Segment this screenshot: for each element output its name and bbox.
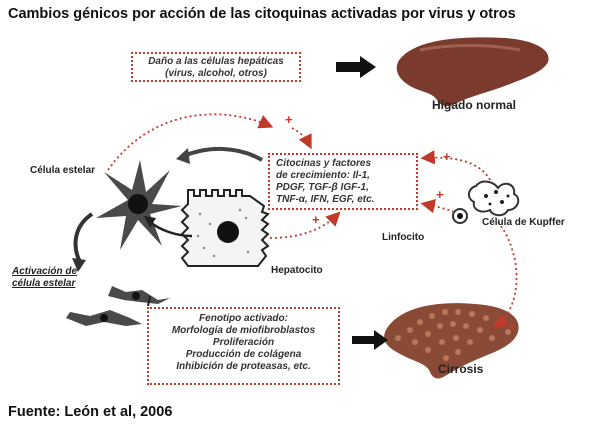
plus-sign-1: + [285,112,293,127]
stellate-cell-label: Célula estelar [30,165,96,176]
hepatocyte-label: Hepatocito [271,265,323,276]
damage-line-2: (virus, alcohol, otros) [165,68,267,79]
damage-line-1: Daño a las células hepáticas [148,56,284,67]
kupffer-cell-label: Célula de Kupffer [482,217,565,228]
arrow-to-cirrhosis-icon [352,330,388,350]
plus-sign-4: + [312,212,320,227]
normal-liver-label: Hígado normal [432,98,517,112]
plus-sign-3: + [436,187,444,202]
page-title: Cambios génicos por acción de las citoqu… [8,6,516,22]
arrow-activation-icon [72,212,94,272]
normal-liver-icon [396,37,549,107]
lymphocyte-icon [452,208,468,224]
cytokines-line-4: TNF-α, IFN, EGF, etc. [276,194,375,205]
cytokines-line-1: Citocinas y factores [276,158,372,169]
cirrhosis-liver-icon [384,303,519,379]
plus-sign-5: + [508,318,516,333]
arrow-to-normal-liver-icon [336,56,376,78]
plus-sign-2: + [443,149,451,164]
activated-stellate-cells-icon [66,286,170,326]
phenotype-line-3: Proliferación [212,337,275,348]
hepatocyte-icon [180,189,270,267]
lymphocyte-label: Linfocito [382,232,425,243]
phenotype-line-2: Morfología de miofibroblastos [171,325,316,336]
stellate-cell-icon [96,160,182,250]
cytokines-line-2: de crecimiento: Il-1, [276,170,370,181]
arrow-to-phenotype-icon [147,295,151,307]
cirrhosis-label: Cirrosis [438,362,484,376]
damage-box: Daño a las células hepáticas (virus, alc… [131,52,301,82]
kupffer-cell-icon [468,180,520,217]
phenotype-box: Fenotipo activado: Morfología de miofibr… [147,307,340,385]
phenotype-line-1: Fenotipo activado: [199,313,288,324]
source-note: Fuente: León et al, 2006 [8,404,173,420]
activation-line-2: célula estelar [12,278,76,289]
phenotype-line-5: Inhibición de proteasas, etc. [176,361,311,372]
arrow-hepatocyte-to-stellate-icon [144,147,264,238]
activation-line-1: Activación de [12,266,78,277]
red-dotted-arrows [107,113,518,329]
cytokines-line-3: PDGF, TGF-β IGF-1, [276,182,369,193]
cytokines-box: Citocinas y factores de crecimiento: Il-… [268,153,418,210]
activation-label: Activación de célula estelar [12,266,77,290]
phenotype-line-4: Producción de colágena [185,349,302,360]
